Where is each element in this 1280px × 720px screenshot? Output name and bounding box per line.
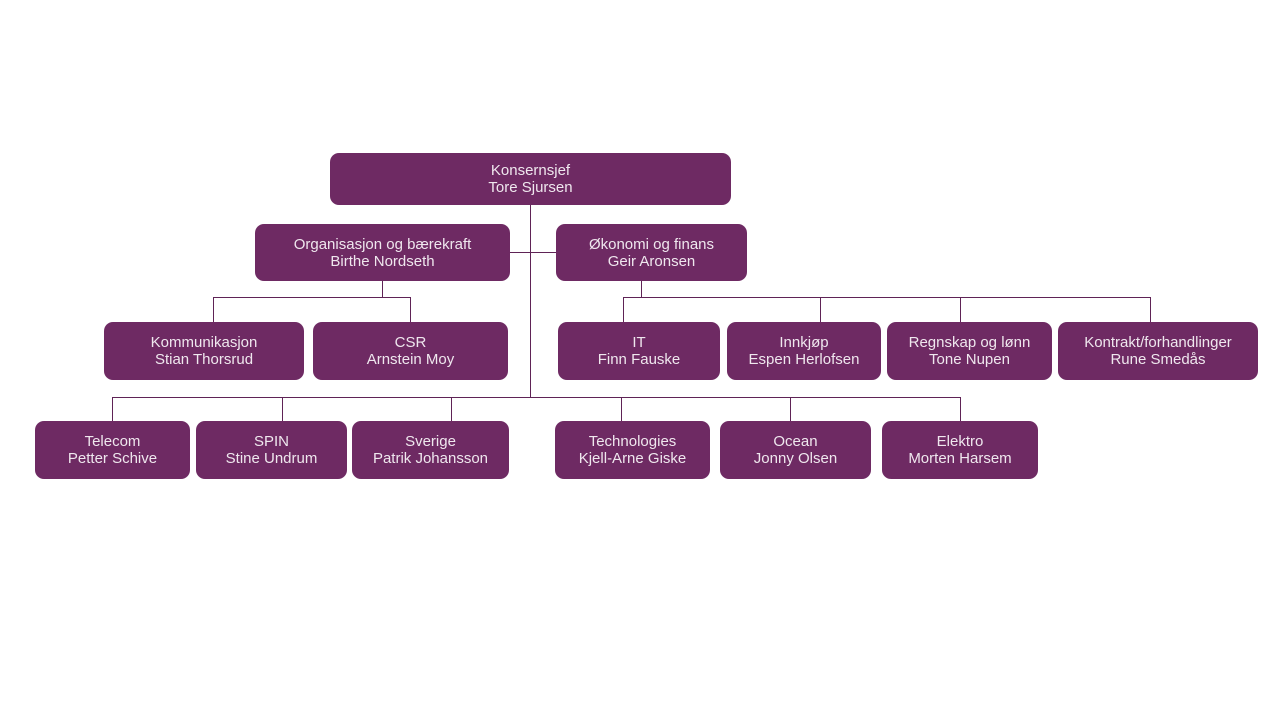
node-title: Innkjøp [779,334,829,351]
org-node-konsernsjef[interactable]: Konsernsjef Tore Sjursen [330,153,731,205]
connector-trunk-vertical [530,205,531,397]
node-person: Stine Undrum [225,450,318,467]
org-node-kommunikasjon[interactable]: Kommunikasjon Stian Thorsrud [104,322,304,380]
node-person: Rune Smedås [1110,351,1206,368]
org-node-spin[interactable]: SPIN Stine Undrum [196,421,347,479]
connector-it-drop [623,297,624,322]
node-title: Kontrakt/forhandlinger [1084,334,1232,351]
connector-level2-stub [510,252,556,253]
connector-csr-drop [410,297,411,322]
node-person: Kjell-Arne Giske [578,450,687,467]
connector-ocean-drop [790,397,791,422]
node-person: Stian Thorsrud [154,351,254,368]
node-title: Kommunikasjon [150,334,258,351]
node-person: Tone Nupen [929,351,1010,368]
node-person: Jonny Olsen [753,450,838,467]
node-person: Morten Harsem [908,450,1012,467]
org-node-elektro[interactable]: Elektro Morten Harsem [882,421,1038,479]
node-person: Tore Sjursen [488,179,573,196]
connector-fin-drop [641,281,642,297]
node-person: Espen Herlofsen [748,351,860,368]
node-title: Regnskap og lønn [908,334,1031,351]
node-person: Petter Schive [67,450,158,467]
node-title: Konsernsjef [490,162,571,179]
org-node-telecom[interactable]: Telecom Petter Schive [35,421,190,479]
connector-org-drop [382,281,383,297]
node-person: Geir Aronsen [607,252,696,270]
connector-left-horizontal [213,297,411,298]
node-person: Arnstein Moy [366,351,455,368]
org-node-kontrakt-forhandlinger[interactable]: Kontrakt/forhandlinger Rune Smedås [1058,322,1258,380]
connector-elektro-drop [960,397,961,422]
org-node-it[interactable]: IT Finn Fauske [558,322,720,380]
node-title: SPIN [253,433,289,450]
node-title: Organisasjon og bærekraft [293,235,472,253]
node-person: Birthe Nordseth [330,252,435,270]
connector-right-horizontal [623,297,1151,298]
node-title: IT [632,334,646,351]
connector-sverige-drop [451,397,452,422]
org-node-sverige[interactable]: Sverige Patrik Johansson [352,421,509,479]
connector-kontrakt-drop [1150,297,1151,322]
node-title: Elektro [936,433,984,450]
node-title: Sverige [405,433,456,450]
org-node-technologies[interactable]: Technologies Kjell-Arne Giske [555,421,710,479]
node-title: CSR [394,334,427,351]
connector-tech-drop [621,397,622,422]
org-node-ocean[interactable]: Ocean Jonny Olsen [720,421,871,479]
org-node-innkjop[interactable]: Innkjøp Espen Herlofsen [727,322,881,380]
connector-bottom-horizontal [112,397,961,398]
connector-innkjop-drop [820,297,821,322]
node-title: Ocean [773,433,818,450]
connector-telecom-drop [112,397,113,422]
connector-regnskap-drop [960,297,961,322]
node-title: Technologies [588,433,677,450]
connector-komm-drop [213,297,214,322]
node-person: Finn Fauske [597,351,681,368]
node-person: Patrik Johansson [372,450,489,467]
org-node-csr[interactable]: CSR Arnstein Moy [313,322,508,380]
node-title: Økonomi og finans [588,235,715,253]
connector-spin-drop [282,397,283,422]
org-node-organisasjon-og-baerekraft[interactable]: Organisasjon og bærekraft Birthe Nordset… [255,224,510,281]
node-title: Telecom [84,433,141,450]
org-node-okonomi-og-finans[interactable]: Økonomi og finans Geir Aronsen [556,224,747,281]
org-node-regnskap-og-lonn[interactable]: Regnskap og lønn Tone Nupen [887,322,1052,380]
